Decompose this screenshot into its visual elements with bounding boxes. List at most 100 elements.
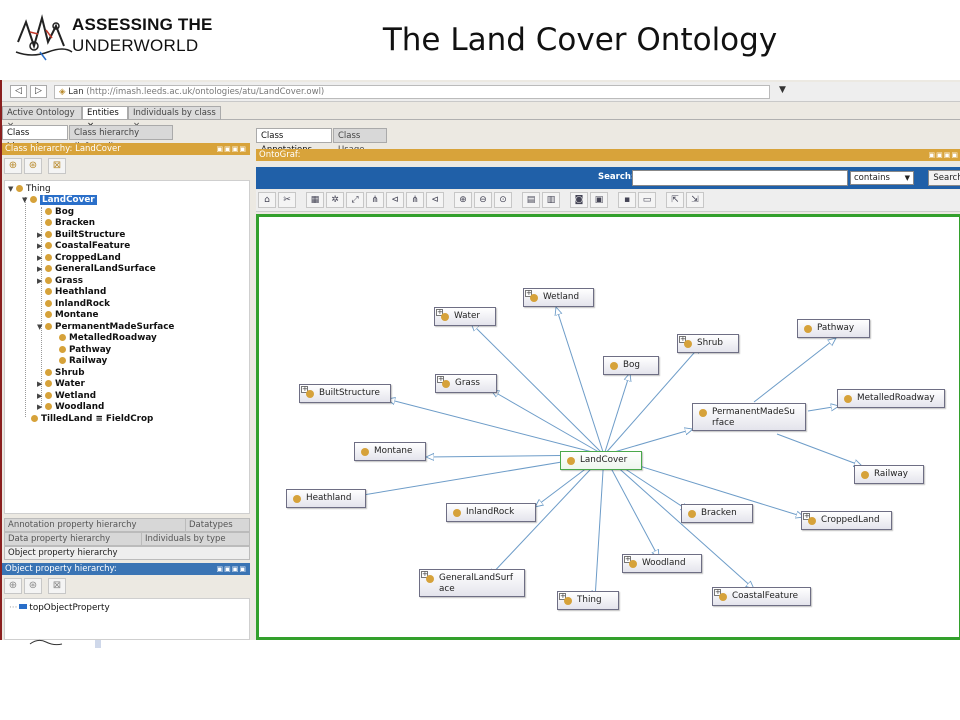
graph-node-montane[interactable]: Montane [354,442,426,461]
spring-layout-icon[interactable]: ⤢ [346,192,364,208]
ontology-icon: ◈ [59,87,66,97]
class-tree: ▼Thing ▼LandCover Bog Bracken ▶BuiltStru… [4,180,250,514]
graph-node-wetland[interactable]: +Wetland [523,288,594,307]
forward-icon[interactable]: ▷ [30,85,47,98]
clear-icon[interactable]: ✂ [278,192,296,208]
tree-node-builtstructure[interactable]: ▶BuiltStructure [37,230,126,240]
tree-node-montane[interactable]: Montane [37,310,98,320]
delete-class-icon[interactable]: ⊠ [48,158,66,174]
tree-node-shrub[interactable]: Shrub [37,368,85,378]
search-button[interactable]: Search [928,170,960,186]
snapshot-icon[interactable]: ◙ [570,192,588,208]
ontology-address-field[interactable]: ◈ Lan (http://imash.leeds.ac.uk/ontologi… [54,85,770,99]
open-image-icon[interactable]: ⇲ [686,192,704,208]
horizontal-directed-icon[interactable]: ⊲ [426,192,444,208]
tree-node-thing[interactable]: ▼Thing [8,184,51,194]
back-icon[interactable]: ◁ [10,85,27,98]
export-icon[interactable]: ▣ [590,192,608,208]
add-subclass-icon[interactable]: ⊕ [4,158,22,174]
search-input[interactable] [632,170,848,186]
graph-node-inlandrock[interactable]: InlandRock [446,503,536,522]
workspace-tabs: Active Ontology × Entities × Individuals… [2,104,960,131]
tab-individuals-by-type[interactable]: Individuals by type [141,533,226,546]
class-icon [16,185,23,192]
graph-node-metalledroadway[interactable]: MetalledRoadway [837,389,945,408]
graph-node-thing[interactable]: +Thing [557,591,619,610]
tree-node-croppedland[interactable]: ▶CroppedLand [37,253,121,263]
tree-node-permanentmadesurface[interactable]: ▼PermanentMadeSurface [37,322,175,332]
ontology-prefix: Lan [68,87,84,97]
graph-node-woodland[interactable]: +Woodland [622,554,702,573]
tree-node-bracken[interactable]: Bracken [37,218,95,228]
graph-node-landcover[interactable]: LandCover [560,451,642,470]
dropdown-icon[interactable]: ▼ [779,85,786,95]
vertical-tree-icon[interactable]: ⋔ [406,192,424,208]
graph-node-croppedland[interactable]: +CroppedLand [801,511,892,530]
logo [12,12,212,64]
zoom-in-icon[interactable]: ⊕ [454,192,472,208]
zoom-fit-icon[interactable]: ⊙ [494,192,512,208]
window-controls-icon[interactable]: ▣▣▣▣ [216,145,247,153]
graph-node-builtstructure[interactable]: +BuiltStructure [299,384,391,403]
tab-class-hierarchy[interactable]: Class hierarchy [2,125,68,152]
graph-node-railway[interactable]: Railway [854,465,924,484]
tab-datatypes[interactable]: Datatypes [185,519,233,532]
zoom-out-icon[interactable]: ⊖ [474,192,492,208]
tree-node-railway[interactable]: Railway [51,356,107,366]
radial-layout-icon[interactable]: ✲ [326,192,344,208]
home-icon[interactable]: ⌂ [258,192,276,208]
tree-node-landcover[interactable]: ▼LandCover [22,195,97,205]
tab-entities[interactable]: Entities × [82,106,128,131]
graph-node-bog[interactable]: Bog [603,356,659,375]
tree-node-coastalfeature[interactable]: ▶CoastalFeature [37,241,131,251]
save-icon[interactable]: ▪ [618,192,636,208]
delete-property-icon[interactable]: ⊠ [48,578,66,594]
tree-node-bog[interactable]: Bog [37,207,74,217]
tree-node-grass[interactable]: ▶Grass [37,276,83,286]
grid-layout-icon[interactable]: ▦ [306,192,324,208]
object-property-tree: ···topObjectProperty [4,598,250,640]
graph-node-coastalfeature[interactable]: +CoastalFeature [712,587,811,606]
tab-class-hierarchy-inferred[interactable]: Class hierarchy (inferred) [69,125,173,152]
open-folder-icon[interactable]: ▭ [638,192,656,208]
class-toolbar: ⊕ ⊛ ⊠ [2,156,250,176]
tree-node-pathway[interactable]: Pathway [51,345,111,355]
graph-node-heathland[interactable]: Heathland [286,489,366,508]
window-controls-icon[interactable]: ▣▣▣▣ [216,565,247,573]
tab-class-annotations[interactable]: Class Annotations [256,128,332,155]
graph-node-grass[interactable]: +Grass [435,374,497,393]
horizontal-tree-icon[interactable]: ⊲ [386,192,404,208]
tree-layout-icon[interactable]: ⋔ [366,192,384,208]
add-sub-property-icon[interactable]: ⊕ [4,578,22,594]
tree-node-heathland[interactable]: Heathland [37,287,106,297]
tree-node-topobjectproperty[interactable]: ···topObjectProperty [9,603,110,613]
graph-node-pathway[interactable]: Pathway [797,319,870,338]
tree-node-water[interactable]: ▶Water [37,379,85,389]
tab-class-usage[interactable]: Class Usage [333,128,387,155]
graph-node-water[interactable]: +Water [434,307,496,326]
add-sibling-icon[interactable]: ⊛ [24,158,42,174]
data-property-tabs[interactable]: Data property hierarchy Individuals by t… [4,532,250,546]
annotation-property-tabs[interactable]: Annotation property hierarchy Datatypes [4,518,250,532]
filter-arcs-icon[interactable]: ▥ [542,192,560,208]
graph-edges [259,217,959,637]
add-sibling-property-icon[interactable]: ⊛ [24,578,42,594]
tab-individuals-by-class[interactable]: Individuals by class × [128,106,221,131]
tree-node-tilledland[interactable]: TilledLand ≡ FieldCrop [31,414,153,424]
tree-node-generallandsurface[interactable]: ▶GeneralLandSurface [37,264,156,274]
tab-object-property-hierarchy[interactable]: Object property hierarchy [4,546,250,560]
search-mode-select[interactable]: contains▼ [850,171,914,185]
tree-node-wetland[interactable]: ▶Wetland [37,391,97,401]
ontograf-canvas[interactable]: +Wetland +Water +Shrub Pathway Bog +Gras… [256,214,960,640]
graph-node-shrub[interactable]: +Shrub [677,334,739,353]
window-controls-icon[interactable]: ▣▣▣▣ [928,151,959,159]
export-image-icon[interactable]: ⇱ [666,192,684,208]
filter-nodes-icon[interactable]: ▤ [522,192,540,208]
graph-node-bracken[interactable]: Bracken [681,504,753,523]
tab-active-ontology[interactable]: Active Ontology × [2,106,82,131]
tree-node-inlandrock[interactable]: InlandRock [37,299,110,309]
tree-node-metalledroadway[interactable]: MetalledRoadway [51,333,157,343]
tree-node-woodland[interactable]: ▶Woodland [37,402,105,412]
